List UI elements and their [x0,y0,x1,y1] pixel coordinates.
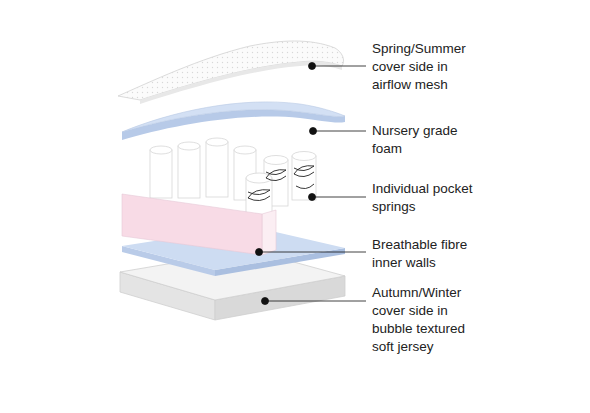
spring-coils [248,166,314,201]
leader-lines [256,63,367,305]
fibre-inner-wall [122,194,276,255]
callout-label: Autumn/Winter cover side in bubble textu… [372,284,484,356]
top-mesh-cover [118,41,344,104]
nursery-foam-layer [122,102,345,140]
callout-label: Spring/Summer cover side in airflow mesh [372,40,476,94]
callout-label: Nursery grade foam [372,122,476,158]
callout-label: Breathable fibre inner walls [372,236,488,272]
callout-label: Individual pocket springs [372,180,494,216]
